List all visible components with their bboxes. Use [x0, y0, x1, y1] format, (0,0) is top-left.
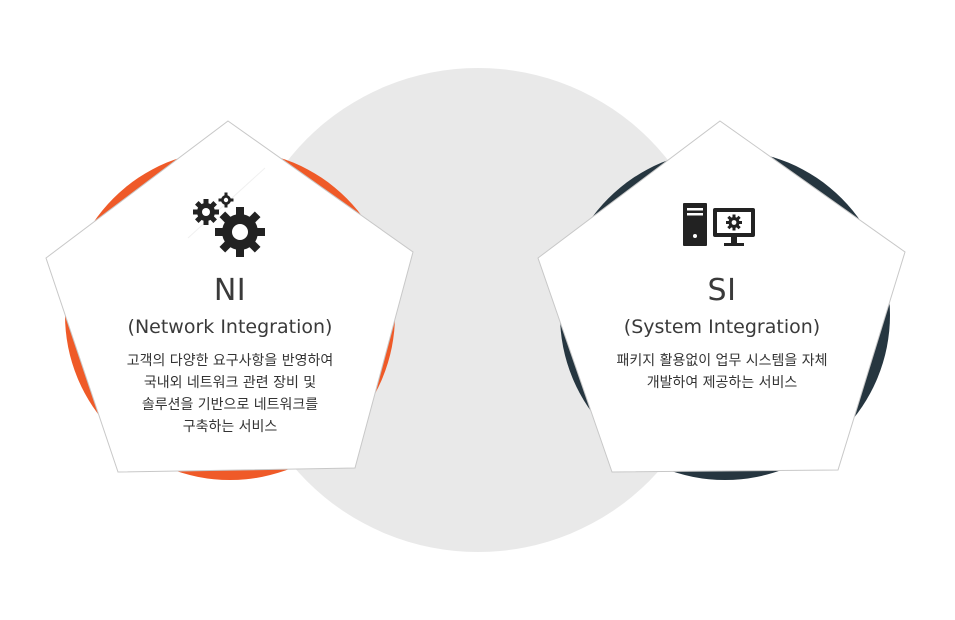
left-pentagon [45, 120, 414, 473]
si-title: SI [707, 273, 737, 308]
si-description: 패키지 활용없이 업무 시스템을 자체 개발하여 제공하는 서비스 [572, 350, 872, 394]
ni-card-text: NI (Network Integration) 고객의 다양한 요구사항을 반… [80, 274, 380, 438]
ni-desc-line: 구축하는 서비스 [182, 419, 278, 435]
ni-subtitle: (Network Integration) [127, 316, 333, 338]
si-desc-line: 개발하여 제공하는 서비스 [646, 375, 798, 391]
si-card-text: SI (System Integration) 패키지 활용없이 업무 시스템을… [572, 274, 872, 394]
ni-desc-line: 고객의 다양한 요구사항을 반영하여 [126, 353, 334, 369]
ni-description: 고객의 다양한 요구사항을 반영하여 국내외 네트워크 관련 장비 및 솔루션을… [80, 350, 380, 438]
si-desc-line: 패키지 활용없이 업무 시스템을 자체 [616, 353, 828, 369]
si-subtitle: (System Integration) [623, 316, 821, 338]
ni-desc-line: 솔루션을 기반으로 네트워크를 [141, 397, 319, 413]
ni-desc-line: 국내외 네트워크 관련 장비 및 [143, 375, 317, 391]
right-pentagon [537, 120, 906, 473]
gears-icon [190, 192, 272, 260]
computer-icon [682, 202, 756, 248]
ni-title: NI [213, 273, 247, 308]
